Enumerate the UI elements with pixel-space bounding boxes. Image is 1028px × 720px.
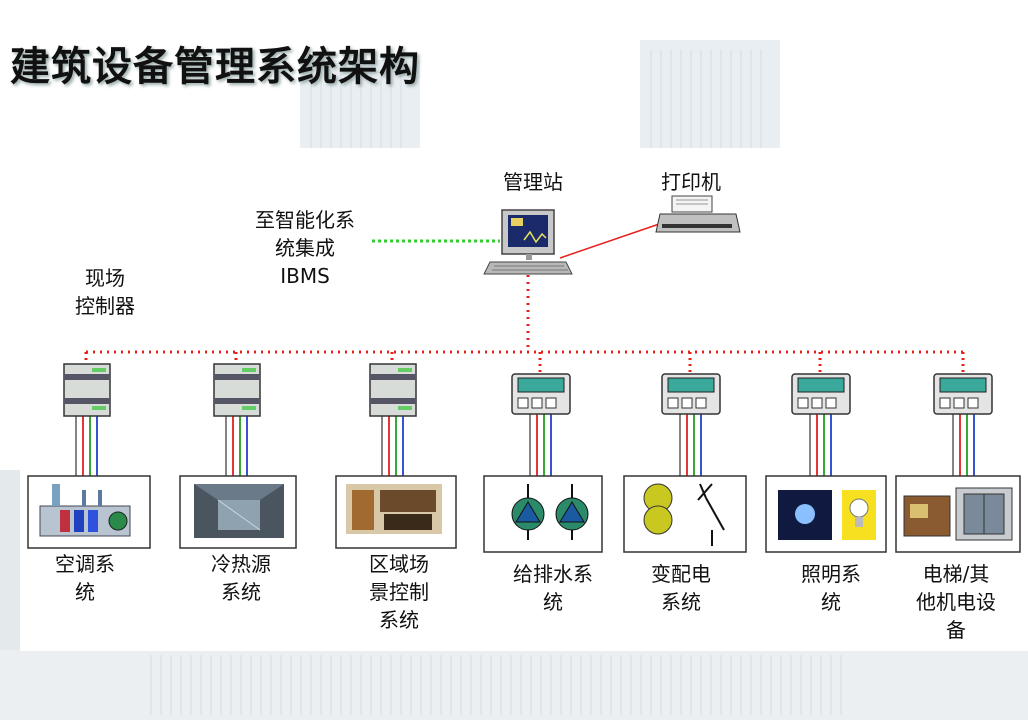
subsystem-line: 电梯/其 [922,562,990,586]
management-station-label: 管理站 [503,170,563,194]
wire-bundle-7 [952,414,975,476]
printer-icon [655,195,741,233]
subsystem-line: 景控制 [369,580,429,604]
chiller-room-image [194,484,284,538]
subsystem-line: 系统 [661,590,701,614]
wire-bundle-2 [225,416,248,476]
ibms-line-2: 统集成 [275,236,335,260]
ddc-controller-3 [369,363,417,417]
panel-controller-7 [933,373,993,415]
printer-link [559,221,666,259]
subsystem-line: 系统 [379,608,419,632]
subsystem-line: 统 [75,580,95,604]
field-controller-line-2: 控制器 [75,294,135,318]
lighting-icons [778,490,876,540]
subsystem-line: 冷热源 [211,552,271,576]
subsystem-label-lighting: 照明系 统 [766,560,896,616]
ddc-controller-1 [63,363,111,417]
panel-controller-5 [661,373,721,415]
wire-bundle-4 [529,414,552,476]
subsystem-line: 统 [543,590,563,614]
water-pump-icons [511,484,589,540]
wire-bundle-5 [679,414,702,476]
printer-label: 打印机 [661,170,721,194]
subsystem-line: 给排水系 [513,562,593,586]
panel-controller-6 [791,373,851,415]
transformer-switch-icons [643,483,725,546]
ddc-controller-2 [213,363,261,417]
subsystem-label-elevator: 电梯/其 他机电设 备 [896,560,1016,644]
subsystem-line: 他机电设 [916,590,996,614]
panel-controller-4 [511,373,571,415]
subsystem-label-water: 给排水系 统 [488,560,618,616]
wire-bundle-6 [809,414,832,476]
subsystem-line: 照明系 [801,562,861,586]
field-controller-label: 现场 控制器 [50,264,160,320]
subsystem-label-power: 变配电 系统 [626,560,736,616]
subsystem-label-chiller: 冷热源 系统 [186,550,296,606]
ibms-line-1: 至智能化系 [255,208,355,232]
wire-bundle-3 [381,416,404,476]
hvac-unit-illustration [39,484,131,537]
subsystem-line: 备 [946,618,966,642]
ibms-line-3: IBMS [280,264,330,288]
subsystem-line: 系统 [221,580,261,604]
page-title: 建筑设备管理系统架构 [10,44,420,90]
subsystem-label-hvac: 空调系 统 [30,550,140,606]
subsystem-label-scene: 区域场 景控制 系统 [344,550,454,634]
wire-bundle-1 [75,416,98,476]
subsystem-line: 统 [821,590,841,614]
management-station-icon [483,209,573,275]
subsystem-line: 空调系 [55,552,115,576]
ibms-label: 至智能化系 统集成 IBMS [240,206,370,290]
field-controller-line-1: 现场 [85,266,125,290]
scene-control-image [346,484,442,534]
subsystem-line: 变配电 [651,562,711,586]
elevator-equipment-icons [903,487,1013,541]
device-box-power [623,475,747,553]
subsystem-line: 区域场 [369,552,429,576]
